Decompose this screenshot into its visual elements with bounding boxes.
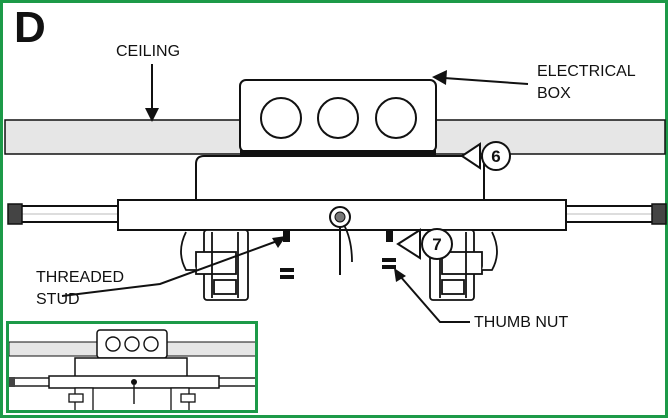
knockout-hole <box>260 97 302 139</box>
threaded-stud-label-line2: STUD <box>36 291 80 308</box>
inset-overview <box>6 321 258 413</box>
step-6-callout <box>481 141 511 171</box>
step-6-number: 6 <box>491 147 500 166</box>
knockout-hole <box>375 97 417 139</box>
step-7-callout <box>421 228 453 260</box>
left-bracket <box>180 229 249 301</box>
mounting-plate <box>195 155 485 204</box>
electrical-box-label-line2: BOX <box>537 85 571 102</box>
step-7-number: 7 <box>432 235 441 254</box>
box-base <box>240 150 436 155</box>
rod-end-right <box>651 203 667 225</box>
threaded-stud-label-line1: THREADED <box>36 269 125 286</box>
inset-illustration <box>9 329 255 410</box>
threaded-stud-right <box>386 230 393 242</box>
thumb-nut-left <box>280 268 294 272</box>
electrical-box-label-line1: ELECTRICAL <box>537 63 636 80</box>
ceiling-label: CEILING <box>116 43 181 60</box>
knockout-hole <box>317 97 359 139</box>
threaded-stud-left <box>283 230 290 242</box>
thumb-nut-right <box>382 258 396 262</box>
thumb-nut-label: THUMB NUT <box>474 314 569 331</box>
rod-end-left <box>7 203 23 225</box>
step-letter: D <box>14 3 46 52</box>
